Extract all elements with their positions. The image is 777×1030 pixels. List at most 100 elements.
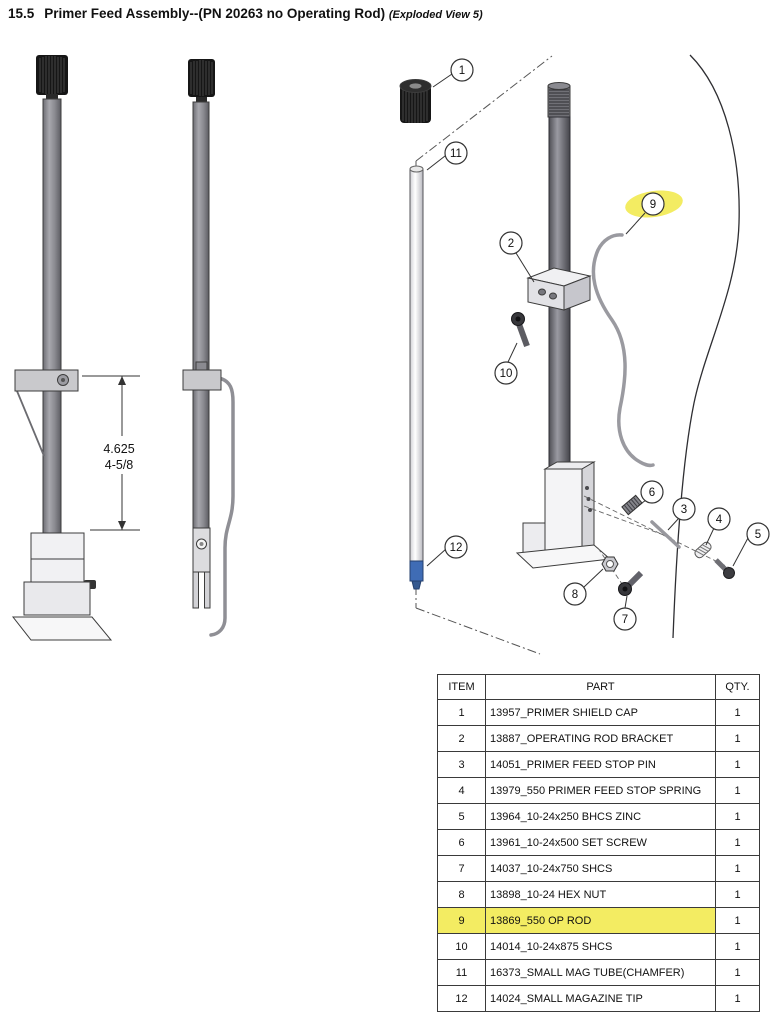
cell-qty: 1 <box>715 985 760 1012</box>
svg-text:7: 7 <box>622 614 628 626</box>
assembled-view-side <box>182 59 235 637</box>
svg-text:3: 3 <box>681 504 687 516</box>
magazine-tube <box>409 165 424 590</box>
primer-shield-cap <box>399 79 432 123</box>
cell-qty: 1 <box>715 855 760 882</box>
section-title: Primer Feed Assembly--(PN 20263 no Opera… <box>44 6 386 21</box>
cell-part: 14051_PRIMER FEED STOP PIN <box>485 751 716 778</box>
cell-part: 13964_10-24x250 BHCS ZINC <box>485 803 716 830</box>
callout-7: 7 <box>613 595 637 631</box>
cell-qty: 1 <box>715 907 760 934</box>
table-row: 1 13957_PRIMER SHIELD CAP 1 <box>437 699 760 726</box>
callout-5: 5 <box>732 522 770 567</box>
cell-part: 13887_OPERATING ROD BRACKET <box>485 725 716 752</box>
dimension-decimal: 4.625 <box>103 442 134 456</box>
cell-part: 13898_10-24 HEX NUT <box>485 881 716 908</box>
callout-2: 2 <box>499 231 535 283</box>
section-number: 15.5 <box>8 6 35 21</box>
cell-part: 13957_PRIMER SHIELD CAP <box>485 699 716 726</box>
svg-text:9: 9 <box>650 199 656 211</box>
callout-11: 11 <box>426 141 468 171</box>
magazine-tip <box>409 560 424 582</box>
svg-text:8: 8 <box>572 589 578 601</box>
set-screw <box>621 494 643 516</box>
operating-rod-bracket <box>526 267 592 311</box>
feed-base-body <box>515 461 612 569</box>
table-row: 6 13961_10-24x500 SET SCREW 1 <box>437 829 760 856</box>
cell-part: 14014_10-24x875 SHCS <box>485 933 716 960</box>
callout-10: 10 <box>494 342 518 385</box>
svg-text:10: 10 <box>500 368 513 380</box>
table-row: 5 13964_10-24x250 BHCS ZINC 1 <box>437 803 760 830</box>
cell-item: 6 <box>437 829 486 856</box>
table-row: 10 14014_10-24x875 SHCS 1 <box>437 933 760 960</box>
feed-stop-pin <box>650 520 681 549</box>
cell-qty: 1 <box>715 881 760 908</box>
cell-part: 13961_10-24x500 SET SCREW <box>485 829 716 856</box>
assembly-diagram: 4.625 4-5/8 <box>11 54 770 655</box>
table-row-highlighted: 9 13869_550 OP ROD 1 <box>437 907 760 934</box>
cell-qty: 1 <box>715 699 760 726</box>
cell-item: 3 <box>437 751 486 778</box>
column-header-item: ITEM <box>437 674 486 700</box>
callout-3: 3 <box>667 497 696 531</box>
cell-part: 14037_10-24x750 SHCS <box>485 855 716 882</box>
svg-text:4: 4 <box>716 514 723 526</box>
dimension-fraction: 4-5/8 <box>105 458 134 472</box>
knurl-texture <box>39 56 65 94</box>
table-row: 7 14037_10-24x750 SHCS 1 <box>437 855 760 882</box>
column-header-qty: QTY. <box>715 674 760 700</box>
svg-text:12: 12 <box>450 542 463 554</box>
cell-part: 13869_550 OP ROD <box>485 907 716 934</box>
cell-item: 8 <box>437 881 486 908</box>
hex-nut <box>601 556 619 572</box>
cell-qty: 1 <box>715 751 760 778</box>
bhcs-screw <box>714 558 735 579</box>
svg-text:5: 5 <box>755 529 761 541</box>
cell-part: 16373_SMALL MAG TUBE(CHAMFER) <box>485 959 716 986</box>
svg-text:1: 1 <box>459 65 465 77</box>
section-title-suffix: (Exploded View 5) <box>388 9 483 21</box>
svg-text:6: 6 <box>649 487 655 499</box>
cell-part: 13979_550 PRIMER FEED STOP SPRING <box>485 777 716 804</box>
cell-qty: 1 <box>715 933 760 960</box>
cell-item: 9 <box>437 907 486 934</box>
bracket-screw <box>511 312 530 348</box>
exploded-view: 1 11 2 9 10 12 <box>399 54 770 655</box>
cell-item: 7 <box>437 855 486 882</box>
cell-qty: 1 <box>715 803 760 830</box>
page-title: 15.5 Primer Feed Assembly--(PN 20263 no O… <box>8 6 483 21</box>
cell-part: 14024_SMALL MAGAZINE TIP <box>485 985 716 1012</box>
callout-4: 4 <box>705 507 731 546</box>
cell-item: 1 <box>437 699 486 726</box>
cell-item: 10 <box>437 933 486 960</box>
svg-text:11: 11 <box>450 148 462 160</box>
base-screw <box>618 570 644 596</box>
table-row: 2 13887_OPERATING ROD BRACKET 1 <box>437 725 760 752</box>
parts-table: ITEM PART QTY. 1 13957_PRIMER SHIELD CAP… <box>437 674 760 1012</box>
cell-qty: 1 <box>715 829 760 856</box>
feed-stop-spring <box>694 541 712 559</box>
callout-12: 12 <box>426 535 468 567</box>
cell-qty: 1 <box>715 959 760 986</box>
svg-text:2: 2 <box>508 238 514 250</box>
table-row: 3 14051_PRIMER FEED STOP PIN 1 <box>437 751 760 778</box>
callout-8: 8 <box>563 568 604 606</box>
callout-9: 9 <box>625 190 683 235</box>
assembled-view-front <box>11 55 113 641</box>
cell-item: 12 <box>437 985 486 1012</box>
cell-item: 2 <box>437 725 486 752</box>
cell-qty: 1 <box>715 725 760 752</box>
dimension-annotation: 4.625 4-5/8 <box>82 375 140 531</box>
callout-6: 6 <box>637 480 664 507</box>
table-row: 11 16373_SMALL MAG TUBE(CHAMFER) 1 <box>437 959 760 986</box>
cell-qty: 1 <box>715 777 760 804</box>
cell-item: 5 <box>437 803 486 830</box>
operating-rod <box>591 233 655 468</box>
operating-rod-side <box>209 376 235 637</box>
table-row: 8 13898_10-24 HEX NUT 1 <box>437 881 760 908</box>
cell-item: 11 <box>437 959 486 986</box>
knurl-texture <box>402 88 428 123</box>
table-header-row: ITEM PART QTY. <box>437 674 760 700</box>
table-row: 4 13979_550 PRIMER FEED STOP SPRING 1 <box>437 777 760 804</box>
